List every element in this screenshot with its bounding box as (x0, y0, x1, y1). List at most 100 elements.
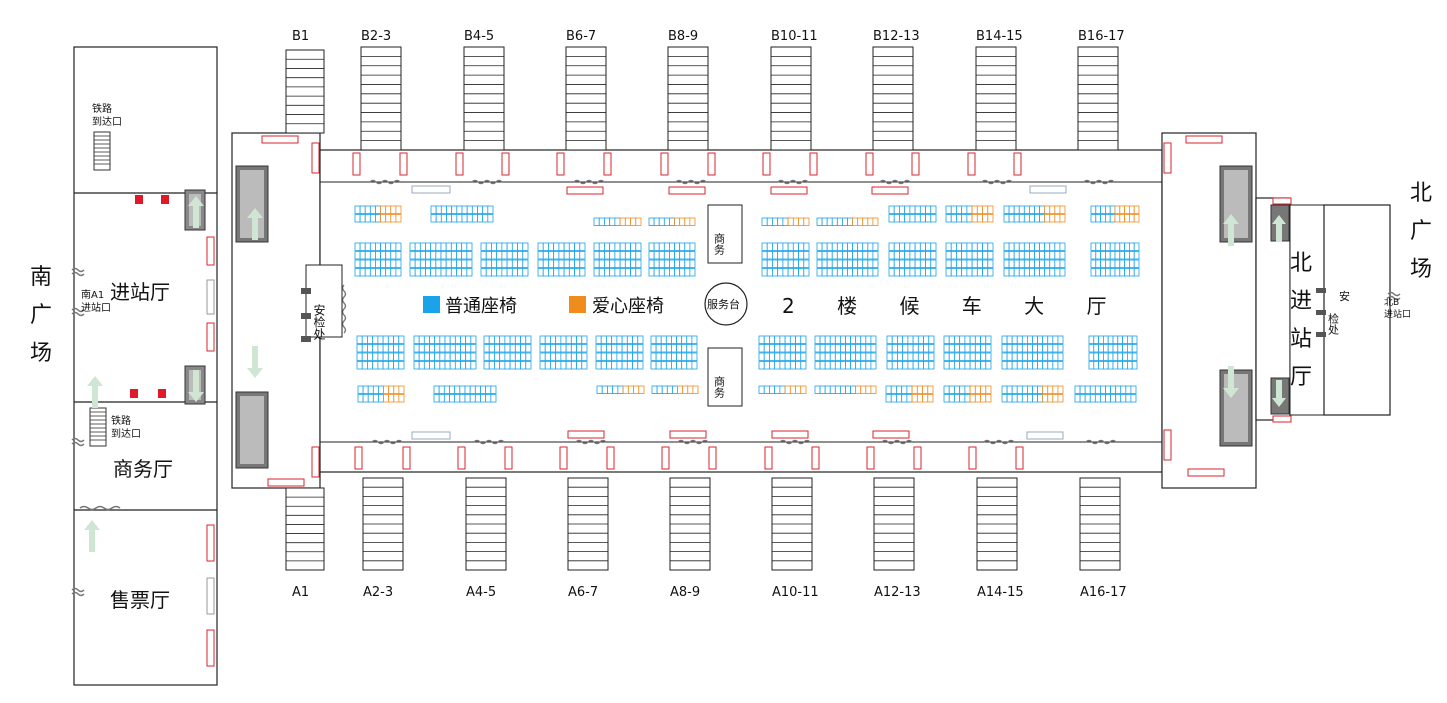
north-building (1255, 197, 1401, 423)
north-entry-label: 进站口 (1384, 308, 1411, 320)
gate-stairs-A10-11 (771, 477, 813, 571)
gate-stairs-A6-7 (567, 477, 609, 571)
seat-block (357, 385, 405, 403)
gate-stairs-A4-5 (465, 477, 507, 571)
gate-label-A10-11: A10-11 (772, 585, 819, 600)
seat-block (1003, 242, 1066, 277)
seat-block (1090, 242, 1140, 277)
seat-block (433, 385, 497, 403)
red-marker (161, 195, 169, 204)
gate-label-B10-11: B10-11 (771, 29, 818, 44)
security-label: 安检处 (312, 303, 326, 341)
south-entry-label: 南A1 (81, 288, 104, 301)
legend-label-normal: 普通座椅 (445, 296, 517, 317)
gate-label-B2-3: B2-3 (361, 29, 391, 44)
seat-block (1090, 205, 1140, 223)
gate-stairs-A14-15 (976, 477, 1018, 571)
service-desk (704, 282, 748, 326)
seat-block (413, 335, 477, 370)
north-plaza-char: 场 (1410, 257, 1432, 282)
seat-block (1088, 335, 1138, 370)
seat-block (356, 335, 405, 370)
hall-title: 2 楼 候 车 大 厅 (782, 294, 1125, 318)
rail-arrival-label: 铁路 (111, 414, 131, 427)
north-security-label: 安 (1339, 289, 1350, 303)
gate-label-A4-5: A4-5 (466, 585, 496, 600)
gate-label-A8-9: A8-9 (670, 585, 700, 600)
business-hall-label: 商务厅 (113, 457, 173, 481)
seat-block (943, 385, 992, 403)
door (206, 524, 215, 562)
seat-block (945, 242, 994, 277)
business-room-bottom (707, 347, 743, 407)
legend-label-love: 爱心座椅 (592, 296, 664, 317)
gate-stairs-B12-13 (872, 46, 914, 151)
door (206, 322, 215, 352)
seat-block (816, 242, 879, 277)
seat-block (1001, 385, 1064, 403)
gate-stairs-B4-5 (463, 46, 505, 151)
north-entry-hall-char: 厅 (1290, 365, 1312, 390)
north-entry-hall-char: 进 (1290, 289, 1312, 314)
south-entry-label: 进站口 (81, 301, 111, 314)
rail-arrival-label: 铁路 (92, 102, 112, 115)
gate-stairs-A1 (285, 487, 325, 571)
gate-stairs-A16-17 (1079, 477, 1121, 571)
north-plaza-char: 广 (1410, 219, 1432, 244)
gate-label-B14-15: B14-15 (976, 29, 1023, 44)
south-building (71, 46, 218, 686)
seat-block (816, 217, 879, 226)
seat-block (943, 335, 992, 370)
business-room-top (707, 204, 743, 264)
seat-block (483, 335, 532, 370)
seat-block (888, 205, 937, 223)
seat-block (480, 242, 529, 277)
north-entry-label: 北B (1384, 297, 1399, 308)
gate-label-B4-5: B4-5 (464, 29, 494, 44)
ticket-hall-label: 售票厅 (110, 588, 170, 612)
gate-stairs-B10-11 (770, 46, 812, 151)
gate-label-A2-3: A2-3 (363, 585, 393, 600)
seat-block (354, 242, 402, 277)
red-marker (130, 389, 138, 398)
seat-block (761, 217, 810, 226)
north-entry-hall-char: 北 (1290, 251, 1312, 276)
gate-staircases (285, 46, 1121, 571)
seat-block (539, 335, 588, 370)
seat-block (409, 242, 473, 277)
seat-block (430, 205, 494, 223)
seat-block (761, 242, 810, 277)
seat-block (537, 242, 586, 277)
seat-block (1001, 335, 1064, 370)
legend-swatch-love (569, 296, 586, 313)
seat-block (814, 335, 877, 370)
red-marker (158, 389, 166, 398)
business-room-label: 商务 (713, 232, 726, 255)
north-plaza-char: 北 (1410, 181, 1432, 206)
gate-stairs-B14-15 (975, 46, 1017, 151)
stairs-rail-arrival-top (93, 131, 111, 171)
gate-stairs-B6-7 (565, 46, 607, 151)
main-hall (231, 132, 1270, 489)
seat-block (945, 205, 994, 223)
gate-label-B16-17: B16-17 (1078, 29, 1125, 44)
seat-block (1074, 385, 1137, 403)
gate-stairs-A8-9 (669, 477, 711, 571)
door (206, 236, 215, 266)
gate-label-A14-15: A14-15 (977, 585, 1024, 600)
red-marker (135, 195, 143, 204)
seating-area (354, 205, 1140, 403)
seat-block (888, 242, 937, 277)
gate-label-A12-13: A12-13 (874, 585, 921, 600)
gate-label-B1: B1 (292, 29, 309, 44)
entry-hall-label: 进站厅 (110, 280, 170, 304)
rail-arrival-label: 到达口 (111, 428, 141, 440)
seat-block (886, 335, 935, 370)
legend-swatch-normal (423, 296, 440, 313)
seat-block (593, 217, 642, 226)
rail-arrival-label: 到达口 (92, 116, 122, 128)
south-plaza-char: 广 (30, 303, 52, 328)
service-desk-label: 服务台 (707, 297, 740, 311)
seat-block (595, 335, 644, 370)
